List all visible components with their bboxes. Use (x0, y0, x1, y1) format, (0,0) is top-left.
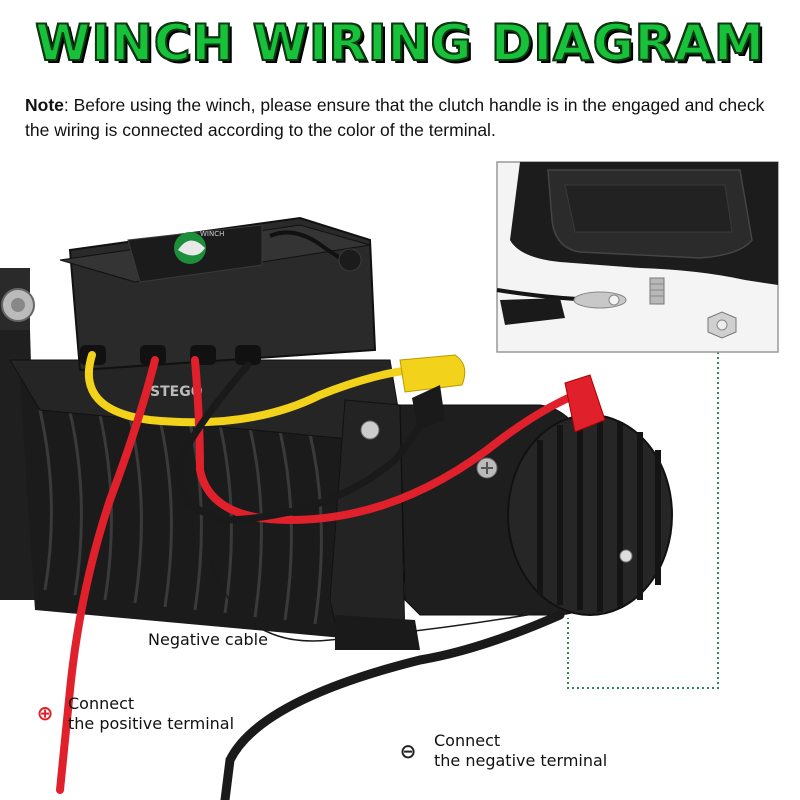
svg-text:STEGO: STEGO (150, 384, 203, 400)
negative-cable-label: Negative cable (148, 630, 268, 649)
winch-icon: STEGO (0, 268, 420, 650)
note-prefix: Note (25, 95, 64, 115)
negative-terminal-label: Connect the negative terminal (434, 731, 607, 771)
yellow-wire (84, 351, 466, 427)
note-text: Note: Before using the winch, please ens… (25, 93, 785, 143)
positive-terminal-label: Connect the positive terminal (68, 694, 234, 734)
negative-black-wire (175, 361, 565, 800)
note-body: : Before using the winch, please ensure … (25, 95, 765, 140)
control-box-icon: WINCH (59, 216, 377, 372)
winch-motor (399, 404, 673, 616)
positive-red-wire (56, 356, 606, 794)
callout-connector (567, 352, 719, 689)
diagram-title: WINCH WIRING DIAGRAM (34, 13, 765, 73)
positive-label-line1: Connect (68, 694, 135, 713)
positive-terminal-icon: ⊕ (36, 701, 54, 725)
svg-text:WINCH: WINCH (200, 230, 224, 238)
positive-label-line2: the positive terminal (68, 714, 235, 733)
terminal-inset-photo (496, 161, 779, 353)
negative-terminal-icon: ⊖ (399, 739, 417, 763)
negative-label-line1: Connect (434, 731, 501, 750)
negative-label-line2: the negative terminal (434, 751, 608, 770)
